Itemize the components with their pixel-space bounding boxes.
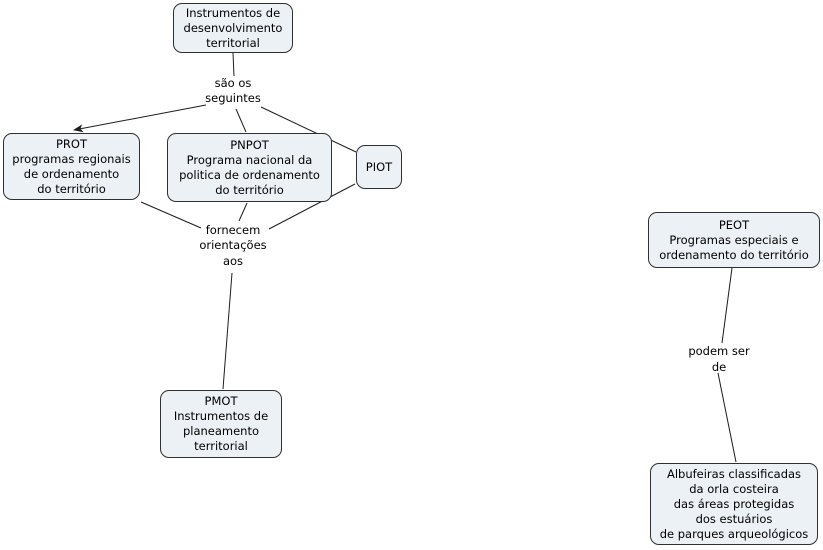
connector-saoos-to-piot — [260, 106, 357, 153]
linking-phrase-label: podem ser de — [688, 344, 750, 374]
concept-node-label: Albufeiras classificadas da orla costeir… — [659, 466, 809, 541]
connector-podemser-to-albufeiras — [717, 372, 737, 463]
concept-node-label: PNPOT Programa nacional da politica de o… — [179, 137, 320, 197]
concept-node-label: PROT programas regionais de ordenamento … — [12, 136, 131, 196]
concept-node-label: PMOT Instrumentos de planeamento territo… — [173, 394, 269, 453]
concept-node-instrumentos-desenvolvimento[interactable]: Instrumentos de desenvolvimento territor… — [173, 3, 293, 53]
concept-node-label: Instrumentos de desenvolvimento territor… — [183, 5, 283, 50]
linking-phrase-label: são os seguintes — [205, 75, 261, 106]
linking-phrase-fornecem-orientacoes-aos[interactable]: fornecem orientações aos — [183, 221, 283, 271]
connector-saoos-to-pnpot — [235, 108, 247, 133]
concept-node-label: PEOT Programas especiais e ordenamento d… — [659, 217, 809, 262]
linking-phrase-label: fornecem orientações aos — [199, 222, 267, 268]
connector-peot-to-podemser — [721, 267, 733, 344]
linking-phrase-podem-ser-de[interactable]: podem ser de — [669, 343, 769, 376]
linking-phrase-sao-os-seguintes[interactable]: são os seguintes — [193, 74, 273, 108]
connector-prot-to-fornecem — [140, 201, 202, 229]
concept-node-pnpot[interactable]: PNPOT Programa nacional da politica de o… — [167, 133, 332, 202]
concept-node-prot[interactable]: PROT programas regionais de ordenamento … — [3, 133, 140, 200]
concept-node-albufeiras[interactable]: Albufeiras classificadas da orla costeir… — [650, 463, 818, 545]
concept-node-peot[interactable]: PEOT Programas especiais e ordenamento d… — [648, 212, 820, 268]
connector-fornecem-to-pmot — [222, 272, 233, 390]
concept-node-piot[interactable]: PIOT — [356, 145, 402, 189]
concept-node-label: PIOT — [365, 159, 393, 174]
connector-pnpot-to-fornecem — [238, 202, 248, 222]
concept-node-pmot[interactable]: PMOT Instrumentos de planeamento territo… — [160, 390, 282, 458]
connector-instrumentos-to-saoos — [232, 52, 235, 77]
connector-saoos-to-prot — [73, 104, 207, 133]
connector-piot-to-fornecem — [268, 183, 356, 230]
